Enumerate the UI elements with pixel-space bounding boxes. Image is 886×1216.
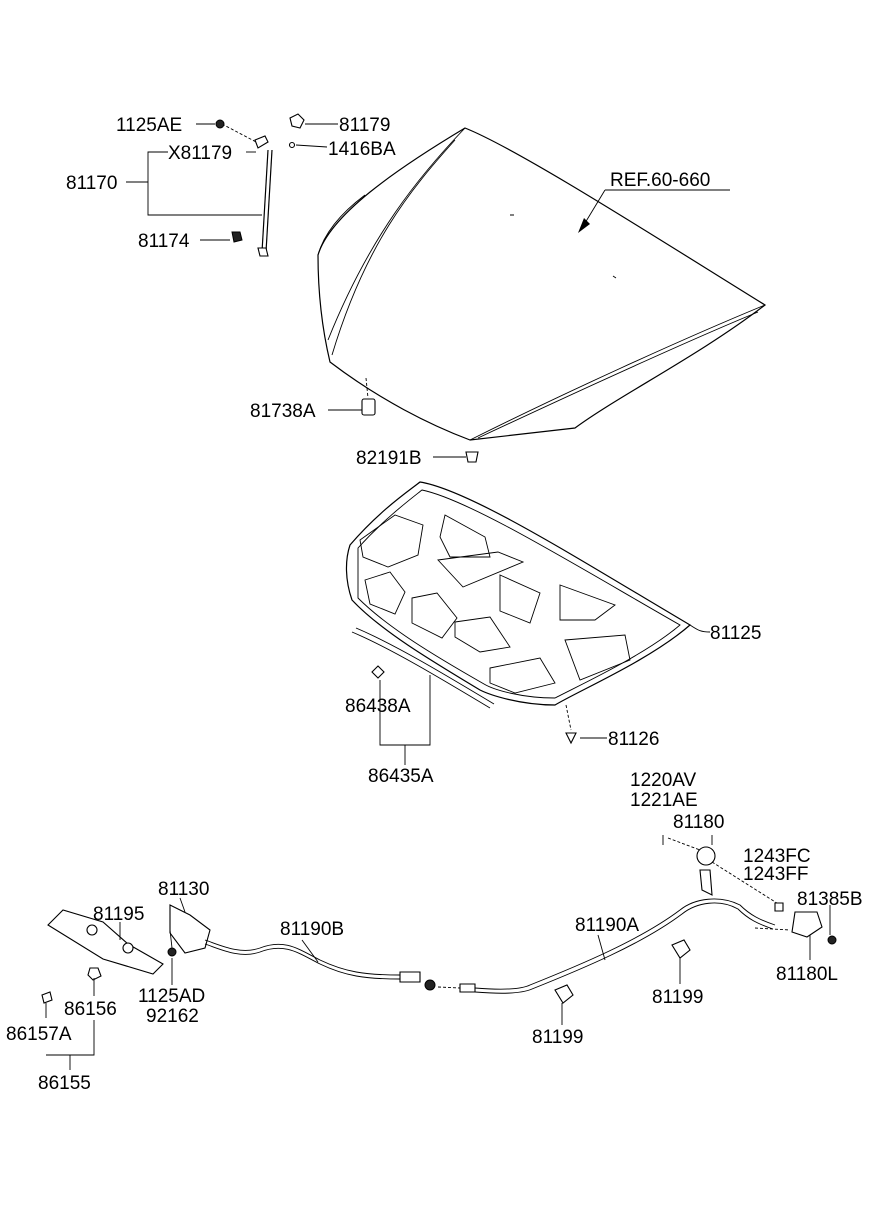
label-81738A: 81738A (250, 401, 316, 422)
label-1416BA: 1416BA (328, 139, 396, 160)
cable-clips (554, 939, 691, 1025)
label-1125AD: 1125AD (138, 986, 205, 1007)
label-1243FC: 1243FC (743, 846, 811, 867)
bumper-stops (328, 377, 479, 463)
label-81179-top: 81179 (339, 115, 390, 136)
label-X81179: X81179 (168, 143, 232, 164)
leaders-insulator (379, 624, 711, 765)
label-86157A: 86157A (6, 1024, 72, 1045)
label-81190B: 81190B (280, 919, 344, 940)
label-81170: 81170 (66, 173, 117, 194)
label-1125AE: 1125AE (116, 115, 182, 136)
label-86438A: 86438A (345, 696, 411, 717)
label-81190A: 81190A (575, 915, 639, 936)
label-81174: 81174 (138, 231, 190, 252)
label-81199-lower: 81199 (532, 1027, 583, 1048)
label-ref-60-660: REF.60-660 (610, 170, 710, 191)
release-handle (662, 835, 837, 960)
label-86156: 86156 (64, 999, 117, 1020)
label-86435A: 86435A (368, 766, 434, 787)
release-cables (204, 898, 776, 994)
label-1243FF: 1243FF (743, 864, 808, 885)
label-81195: 81195 (93, 904, 144, 925)
label-81385B: 81385B (797, 889, 863, 910)
label-81125: 81125 (710, 623, 761, 644)
leaders-latch (45, 897, 186, 1070)
hood-insulator (345, 481, 692, 745)
hood-stay-rod (215, 113, 305, 257)
ref-leader (578, 189, 730, 233)
label-81180L: 81180L (776, 964, 838, 985)
label-81199-right: 81199 (652, 987, 703, 1008)
leaders-top-left (126, 123, 338, 241)
label-86155: 86155 (38, 1073, 91, 1094)
label-81126: 81126 (608, 729, 659, 750)
label-81180: 81180 (673, 812, 724, 833)
hood-panel (317, 127, 767, 441)
label-1221AE: 1221AE (630, 790, 698, 811)
label-1220AV: 1220AV (630, 770, 697, 791)
part-labels: 1125AE 81179 X81179 1416BA 81170 REF.60-… (6, 115, 863, 1094)
label-81130: 81130 (158, 879, 209, 900)
label-82191B: 82191B (356, 448, 422, 469)
latch-assembly (41, 904, 211, 1004)
label-92162: 92162 (146, 1006, 199, 1027)
